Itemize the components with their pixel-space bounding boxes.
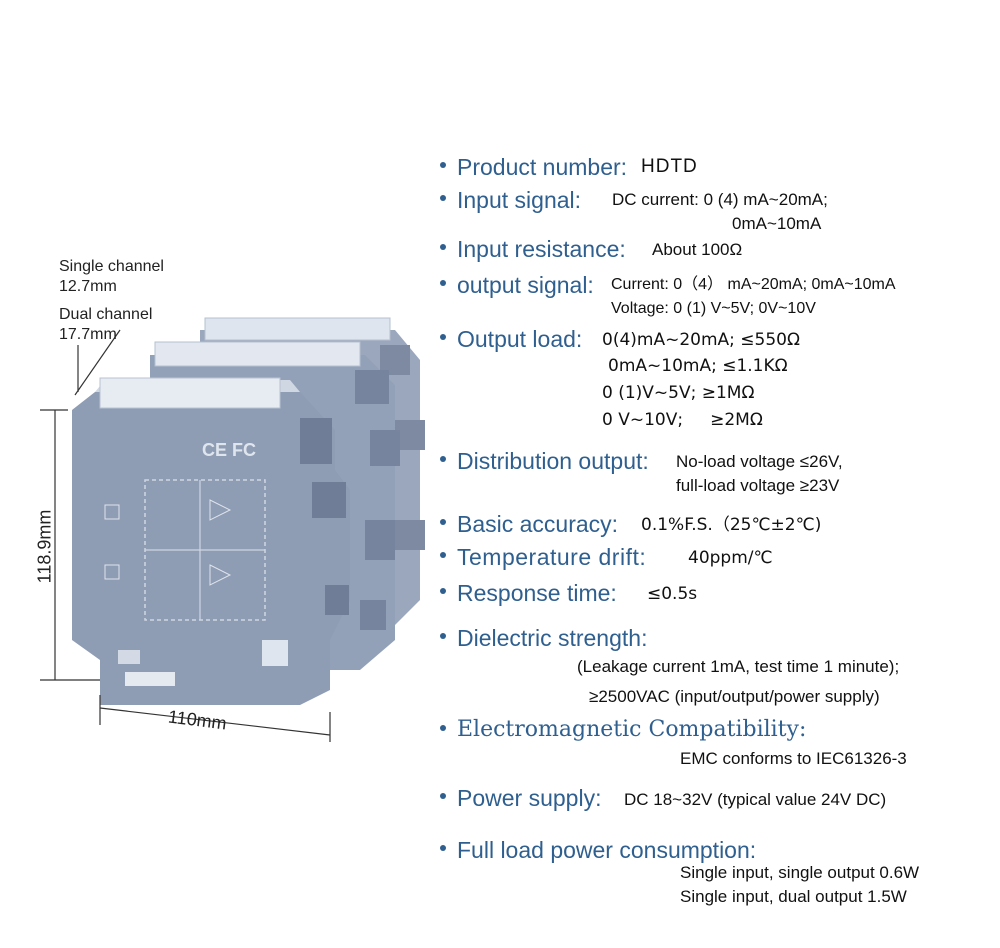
single-channel-value: 12.7mm [59, 278, 117, 295]
bullet-icon [440, 334, 446, 340]
bullet-icon [440, 519, 446, 525]
spec-value-line4: 0 V~10V; ≥2MΩ [602, 410, 763, 430]
spec-label: Basic accuracy: [457, 511, 619, 537]
bullet-icon [440, 552, 446, 558]
spec-value-line2: ≥2500VAC (input/output/power supply) [589, 687, 880, 706]
spec-label: Input signal: [457, 187, 582, 213]
spec-value-line1: DC current: 0 (4) mA~20mA; [612, 190, 828, 209]
product-markings: CE FC [202, 440, 256, 460]
spec-label: Response time: [457, 580, 617, 606]
spec-label: Output load: [457, 326, 583, 352]
bullet-icon [440, 793, 446, 799]
bullet-icon [440, 456, 446, 462]
spec-value: ≤0.5s [647, 584, 698, 604]
spec-label: output signal: [457, 272, 594, 298]
spec-label: Temperature drift: [457, 544, 647, 570]
spec-value-line2: full-load voltage ≥23V [676, 476, 840, 495]
spec-value-line3: 0 (1)V~5V; ≥1MΩ [602, 383, 755, 403]
bullet-icon [440, 725, 446, 731]
bullet-icon [440, 845, 446, 851]
spec-label: Power supply: [457, 785, 602, 811]
spec-label: Product number: [457, 154, 628, 180]
spec-value: 0.1%F.S.（25℃±2℃) [641, 515, 822, 535]
spec-value-line2: Single input, dual output 1.5W [680, 887, 907, 906]
bullet-icon [440, 588, 446, 594]
bullet-icon [440, 280, 446, 286]
product-illustration: CE FC [40, 317, 425, 742]
bullet-icon [440, 244, 446, 250]
spec-value-line1: (Leakage current 1mA, test time 1 minute… [577, 657, 900, 676]
spec-value-line1: No-load voltage ≤26V, [676, 452, 843, 471]
dimension-lines [40, 329, 331, 742]
bullet-icon [440, 195, 446, 201]
spec-value: DC 18~32V (typical value 24V DC) [624, 790, 887, 809]
spec-value: HDTD [641, 156, 698, 177]
spec-value: 40ppm/℃ [688, 548, 773, 568]
spec-value-line2: 0mA~10mA [732, 214, 822, 233]
dual-channel-label: Dual channel [59, 306, 153, 323]
spec-label: Distribution output: [457, 448, 649, 474]
spec-value-line2: 0mA~10mA; ≤1.1KΩ [608, 356, 788, 376]
spec-value-line1: Single input, single output 0.6W [680, 863, 920, 882]
spec-value-line2: Voltage: 0 (1) V~5V; 0V~10V [611, 300, 816, 317]
single-channel-label: Single channel [59, 258, 164, 275]
spec-label: Input resistance: [457, 236, 626, 262]
height-dimension: 118.9mm [34, 509, 55, 584]
spec-value: About 100Ω [652, 240, 743, 259]
spec-label: Electromagnetic Compatibility: [457, 717, 807, 742]
spec-value-line1: 0(4)mA~20mA; ≤550Ω [602, 330, 800, 350]
spec-label: Full load power consumption: [457, 837, 757, 863]
spec-value: EMC conforms to IEC61326-3 [680, 749, 907, 768]
module-front [72, 377, 350, 705]
spec-label: Dielectric strength: [457, 625, 648, 651]
bullet-icon [440, 633, 446, 639]
dual-channel-value: 17.7mm [59, 326, 117, 343]
bullet-icon [440, 162, 446, 168]
spec-value-line1: Current: 0（4） mA~20mA; 0mA~10mA [611, 276, 896, 293]
